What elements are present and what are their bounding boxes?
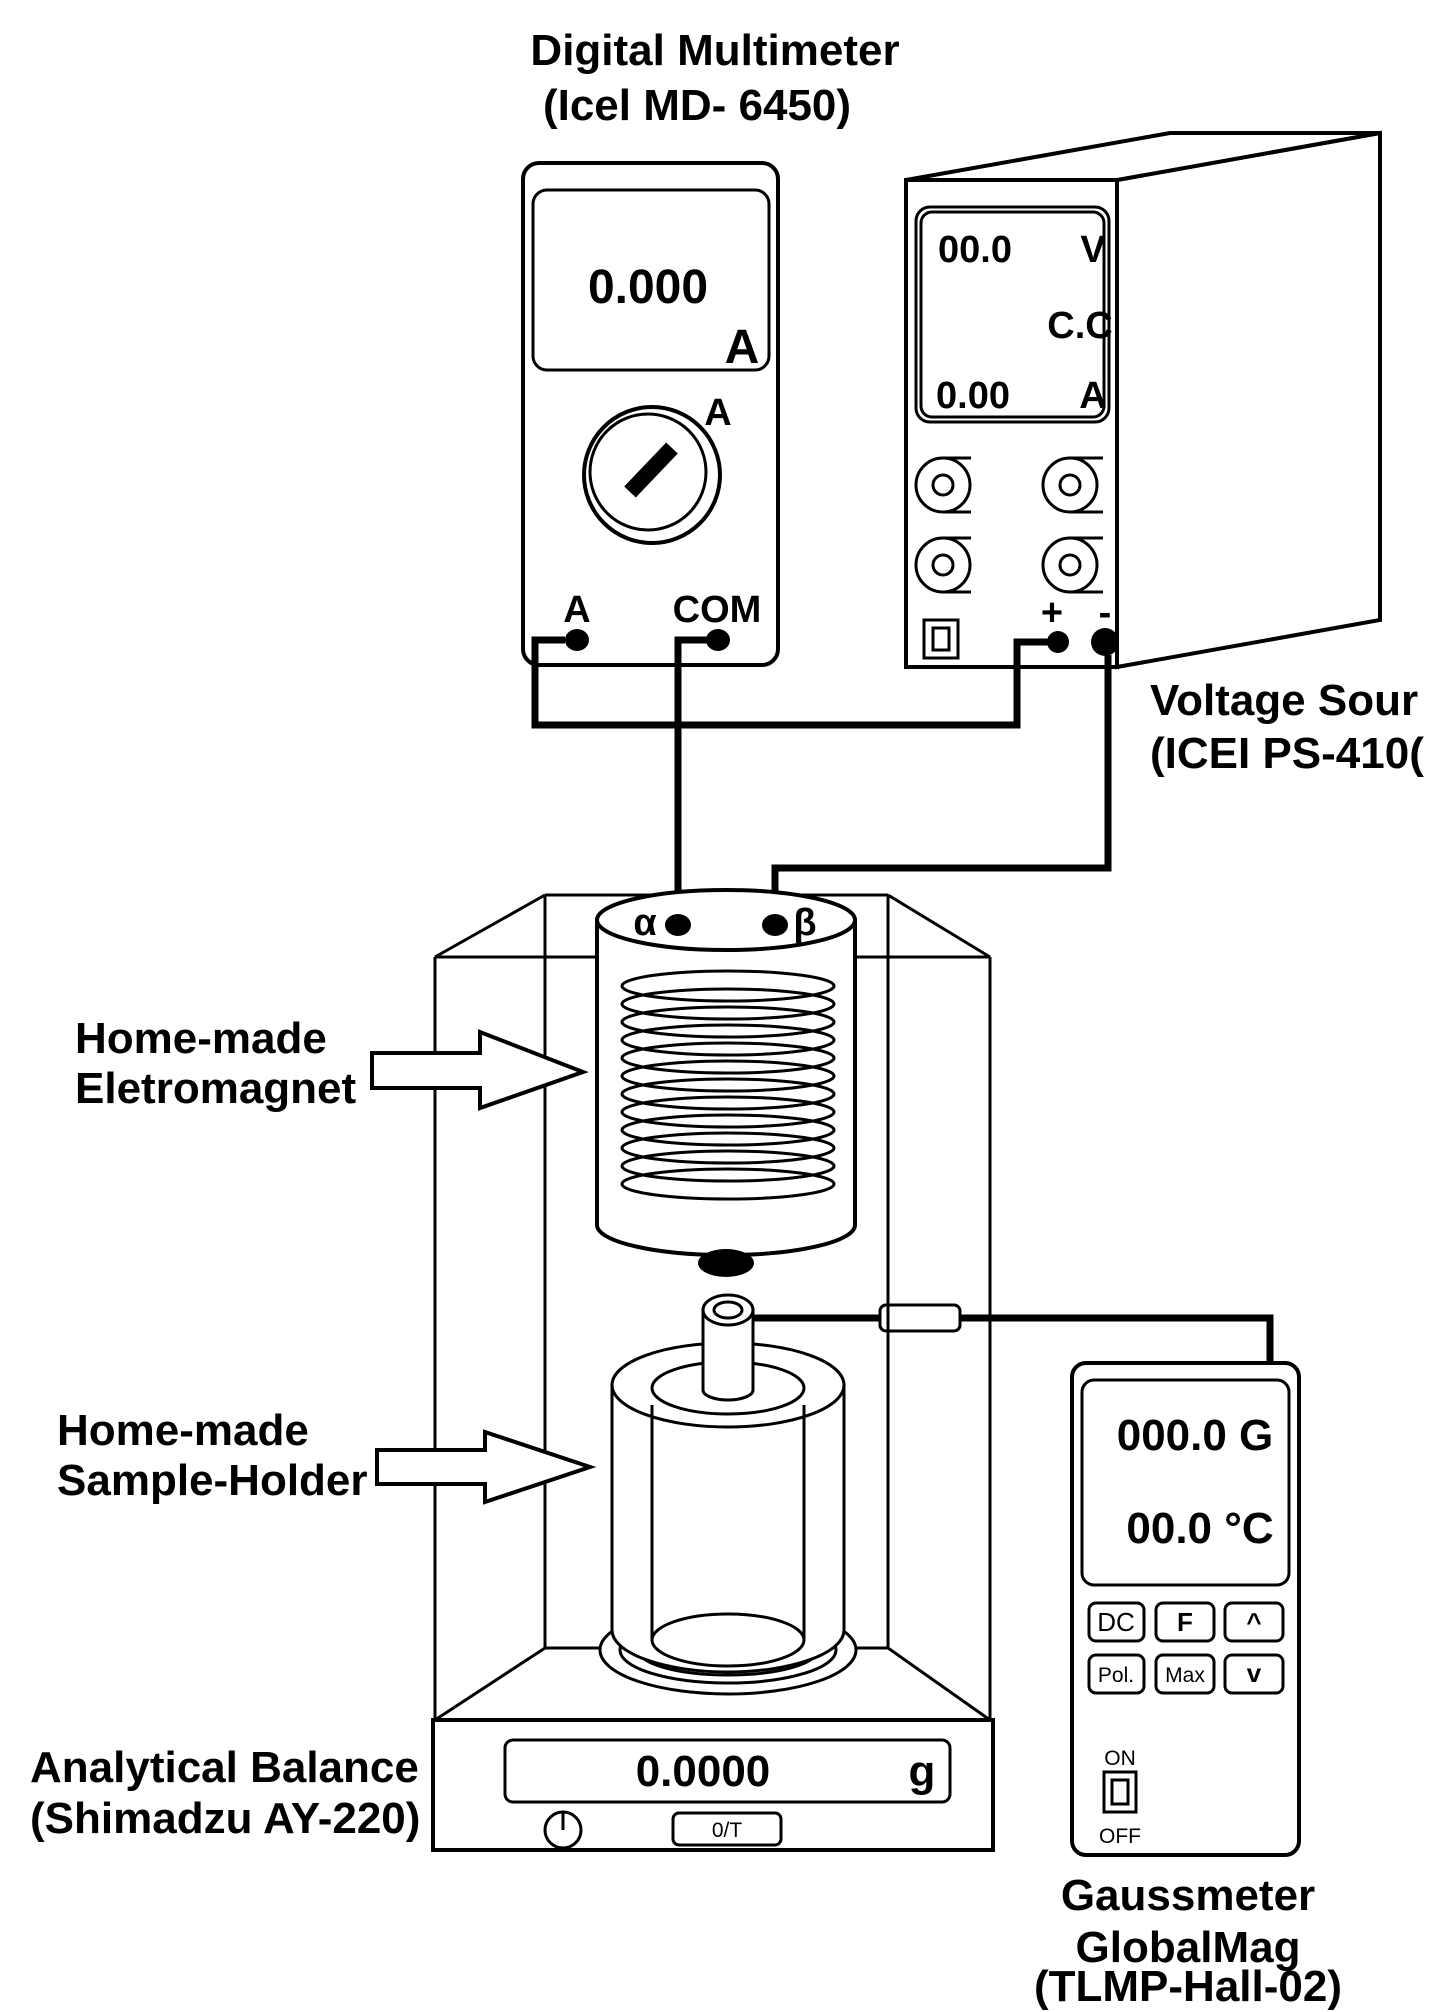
- gaussmeter-button-pol: [1087, 1653, 1146, 1695]
- gaussmeter: 000.0 G 00.0 °C DC F ^ Pol. Max v ON OFF…: [1034, 1361, 1342, 2011]
- voltage-source-power-switch: [922, 618, 960, 660]
- multimeter-model: (Icel MD- 6450): [543, 81, 851, 130]
- gaussmeter-button-f-label: F: [1177, 1607, 1193, 1637]
- electromagnet-terminal-beta: [762, 914, 788, 936]
- voltage-source-knob-2: [1041, 456, 1103, 514]
- analytical-balance: 0.0000 g 0/T Analytical Balance (Shimadz…: [30, 1718, 995, 1852]
- voltage-source-display-inner: [919, 210, 1106, 419]
- balance-tare-button: [671, 1811, 783, 1847]
- gaussmeter-button-max: [1154, 1653, 1216, 1695]
- gaussmeter-display: [1080, 1378, 1291, 1587]
- gaussmeter-button-up: [1223, 1601, 1285, 1643]
- balance-unit: g: [909, 1747, 936, 1796]
- voltage-source-current: 0.00: [936, 375, 1010, 417]
- multimeter-jack-a: [565, 629, 589, 651]
- gaussmeter-button-pol-label: Pol.: [1098, 1664, 1134, 1687]
- voltage-source-display: [914, 205, 1111, 424]
- wire-multimeter-a-to-source-plus: [531, 636, 1050, 729]
- balance-title: Analytical Balance: [30, 1743, 419, 1792]
- electromagnet-top: [595, 888, 857, 952]
- sample-holder-label-line2: Sample-Holder: [57, 1456, 368, 1505]
- digital-multimeter: Digital Multimeter (Icel MD- 6450) 0.000…: [521, 26, 900, 667]
- voltage-source-mode: C.C: [1047, 305, 1112, 347]
- voltage-source-current-unit: A: [1079, 375, 1106, 417]
- multimeter-title: Digital Multimeter: [530, 26, 899, 75]
- voltage-source-minus-label: -: [1099, 592, 1112, 634]
- balance-reading: 0.0000: [636, 1747, 771, 1796]
- gaussmeter-button-f: [1154, 1601, 1216, 1643]
- gaussmeter-field-reading: 000.0 G: [1117, 1411, 1274, 1460]
- electromagnet-pole-tip: [698, 1249, 754, 1277]
- multimeter-dial-pointer: [624, 442, 678, 498]
- wire-source-minus-to-beta: [771, 655, 1112, 920]
- gaussmeter-switch-off-label: OFF: [1099, 1825, 1141, 1848]
- multimeter-dial-label: A: [704, 392, 731, 434]
- voltage-source-model: (ICEI PS-410(: [1150, 729, 1424, 778]
- voltage-source-knob-4: [1041, 536, 1103, 594]
- gaussmeter-button-down: [1223, 1653, 1285, 1695]
- electromagnet-coil: [620, 969, 836, 1201]
- electromagnet-label-line2: Eletromagnet: [75, 1064, 357, 1113]
- electromagnet-callout: Home-made Eletromagnet: [75, 1014, 589, 1113]
- probe-connector: [878, 1303, 962, 1333]
- balance-tare-label: 0/T: [712, 1819, 743, 1842]
- multimeter-jack-com: [706, 629, 730, 651]
- voltage-source-voltage-unit: V: [1080, 229, 1106, 271]
- sample-holder: [598, 1293, 858, 1696]
- gaussmeter-button-up-label: ^: [1246, 1607, 1261, 1637]
- electromagnet-terminal-alpha: [665, 914, 691, 936]
- voltage-source-plus-terminal: [1047, 631, 1069, 653]
- voltage-source: 00.0 V C.C 0.00 A + - Voltage Sour (I: [904, 130, 1424, 778]
- balance-model: (Shimadzu AY-220): [30, 1794, 420, 1843]
- gaussmeter-switch-on-label: ON: [1104, 1747, 1136, 1770]
- electromagnet-beta-label: β: [793, 902, 816, 944]
- gaussmeter-button-max-label: Max: [1165, 1664, 1205, 1687]
- multimeter-reading: 0.000: [588, 261, 708, 314]
- multimeter-jack-a-label: A: [563, 589, 590, 631]
- sample-holder-label-line1: Home-made: [57, 1406, 309, 1455]
- multimeter-unit: A: [725, 321, 760, 374]
- sample-holder-callout: Home-made Sample-Holder: [57, 1406, 597, 1505]
- voltage-source-side: [1115, 130, 1382, 670]
- voltage-source-minus-terminal: [1091, 628, 1119, 656]
- balance-display: [503, 1738, 952, 1804]
- multimeter-display: [531, 188, 771, 372]
- multimeter-jack-com-label: COM: [673, 589, 762, 631]
- sample-tube: [701, 1308, 755, 1402]
- gaussmeter-power-switch: [1102, 1770, 1138, 1814]
- electromagnet-arrow: [370, 1029, 589, 1111]
- gaussmeter-label-line1: Gaussmeter: [1061, 1871, 1315, 1920]
- sample-holder-arrow: [375, 1429, 597, 1505]
- voltage-source-voltage: 00.0: [938, 229, 1012, 271]
- gaussmeter-button-dc: [1087, 1601, 1146, 1643]
- gaussmeter-button-down-label: v: [1247, 1658, 1262, 1688]
- voltage-source-knob-1: [914, 456, 972, 514]
- voltage-source-knob-3: [914, 536, 972, 594]
- sample-holder-body: [610, 1383, 846, 1674]
- electromagnet-alpha-label: α: [633, 902, 656, 944]
- voltage-source-title: Voltage Sour: [1150, 676, 1418, 725]
- voltage-source-plus-label: +: [1041, 592, 1063, 634]
- electromagnet: α β: [595, 888, 857, 1277]
- gaussmeter-label-line3: (TLMP-Hall-02): [1034, 1962, 1342, 2011]
- gaussmeter-label-line2: GlobalMag: [1076, 1923, 1301, 1972]
- wire-multimeter-com-to-alpha: [674, 636, 707, 918]
- gaussmeter-button-dc-label: DC: [1097, 1607, 1135, 1637]
- multimeter-dial-inner: [588, 412, 708, 532]
- wire-probe-to-gaussmeter: [960, 1314, 1274, 1363]
- electromagnet-label-line1: Home-made: [75, 1014, 327, 1063]
- gaussmeter-temp-reading: 00.0 °C: [1126, 1504, 1273, 1553]
